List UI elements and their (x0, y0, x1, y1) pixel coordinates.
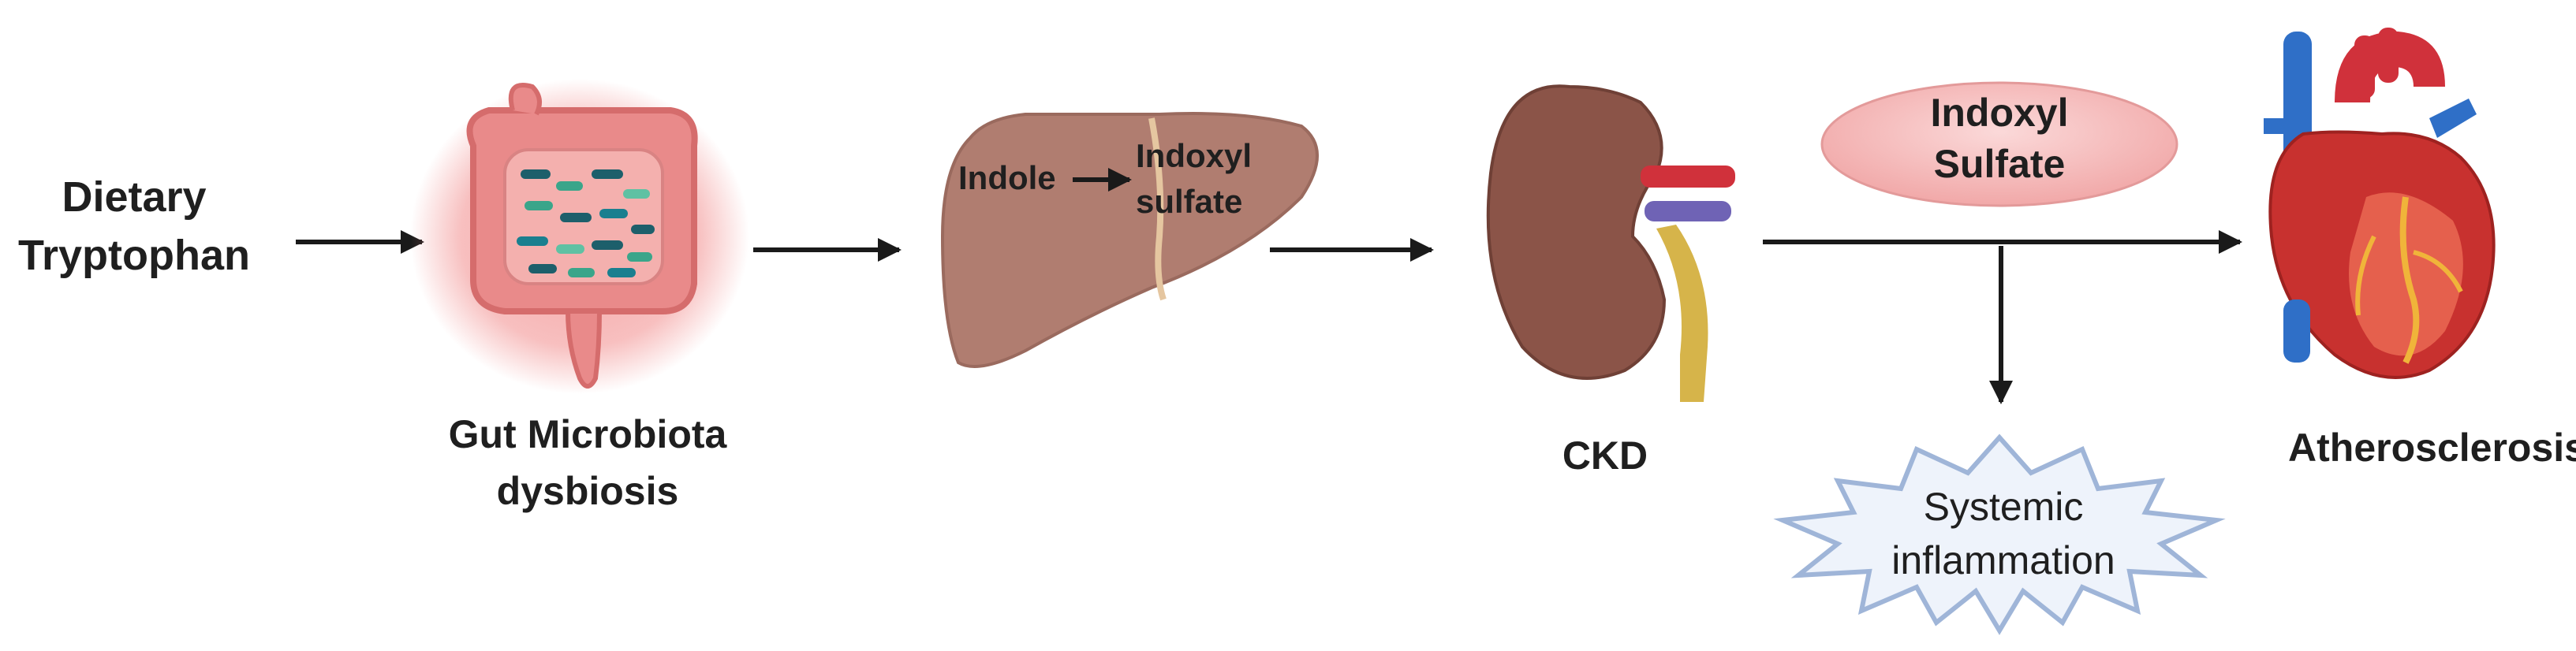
dietary-label-line1: Dietary (62, 173, 206, 221)
ckd-label: CKD (1562, 433, 1648, 478)
inflammation-label-line2: inflammation (1891, 538, 2115, 582)
indole-label: Indole (958, 159, 1056, 196)
indoxyl-label-line2: sulfate (1136, 183, 1242, 220)
gut-label-line1: Gut Microbiota (449, 412, 728, 456)
inflammation-label-line1: Systemic (1924, 485, 2084, 529)
indoxyl-label-line1: Indoxyl (1136, 137, 1252, 174)
inflammation-burst-shape (1773, 433, 2226, 635)
indoxyl-sulfate-pill (1820, 81, 2178, 207)
pill-label-line1: Indoxyl (1930, 91, 2068, 135)
atherosclerosis-label: Atherosclerosis (2288, 426, 2576, 470)
heart-icon (2264, 28, 2496, 379)
gut-label-line2: dysbiosis (497, 469, 679, 513)
dietary-label-line2: Tryptophan (18, 232, 250, 279)
gut-microbiota-icon (410, 79, 749, 394)
pill-label-line2: Sulfate (1934, 142, 2066, 186)
kidney-icon (1486, 84, 1735, 402)
liver-icon (940, 112, 1319, 368)
